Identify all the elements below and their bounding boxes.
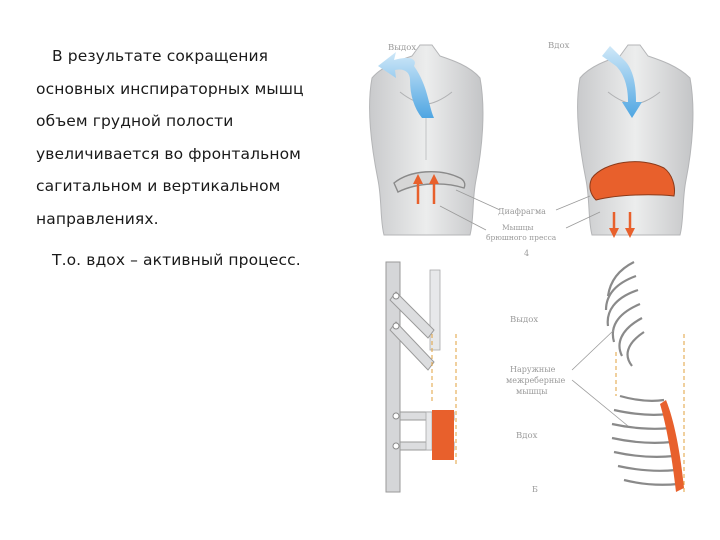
inhale-air-arrow-icon [602,46,642,118]
inhale-diaphragm [589,161,675,201]
inhale-torso [577,44,694,236]
bottom-label-intercostal-3: мышцы [516,387,548,396]
top-label-abdominal-1: Мышцы [502,223,533,232]
bottom-label-intercostal-2: межреберные [506,376,566,385]
inhale-abdominal-arrows-icon [609,212,635,238]
paragraph-conclusion: Т.о. вдох – активный процесс. [52,251,301,269]
text-block: В результате сокращения основных инспира… [36,40,336,277]
exhale-torso [369,44,484,236]
exhale-abdominal-arrows-icon [413,174,439,204]
rib-lever-model [385,261,457,493]
intercostal-muscle-band [660,400,684,492]
paragraph-inspiration: В результате сокращения основных инспира… [36,47,304,228]
exhale-diaphragm [393,170,466,193]
bottom-label-inhale: Вдох [516,431,538,441]
bottom-panel-letter: Б [532,485,538,494]
top-label-diaphragm: Диафрагма [498,207,546,216]
rib-cage-exhale [604,261,645,367]
bottom-leader-lines [571,329,629,427]
top-label-inhale: Вдох [548,41,570,51]
exhale-air-arrow-icon [378,52,434,118]
top-leader-lines [439,189,601,231]
top-label-exhale: Выдох [388,43,416,53]
top-label-abdominal-2: брюшного пресса [486,233,557,242]
bottom-label-intercostal-1: Наружные [510,365,556,374]
top-panel-number: 4 [524,249,529,258]
bottom-label-exhale: Выдох [510,315,538,325]
